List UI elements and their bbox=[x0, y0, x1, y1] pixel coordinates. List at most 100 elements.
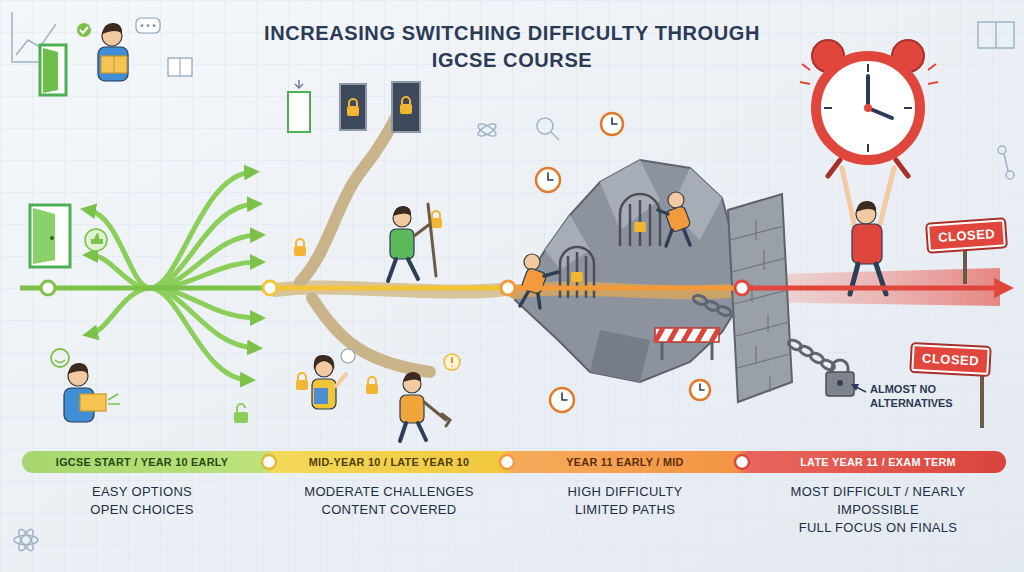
section-hardest bbox=[852, 224, 882, 264]
decor-icons bbox=[12, 12, 1014, 553]
stage-heading: YEAR 11 EARLY / MID bbox=[512, 451, 738, 473]
section-easy bbox=[77, 23, 91, 37]
stage-band: IGCSE START / YEAR 10 EARLYEASY OPTIONSO… bbox=[22, 451, 262, 519]
stage-bar bbox=[735, 455, 749, 469]
timeline bbox=[41, 281, 55, 295]
section-hardest bbox=[800, 64, 938, 84]
decor-icons bbox=[476, 122, 497, 139]
section-hardest bbox=[856, 201, 876, 212]
section-high bbox=[590, 330, 650, 382]
stage-heading: LATE YEAR 11 / EXAM TERM bbox=[748, 451, 1008, 473]
section-easy bbox=[234, 412, 248, 423]
section-moderate bbox=[296, 380, 308, 390]
timeline bbox=[735, 281, 749, 295]
stage-heading: IGCSE START / YEAR 10 EARLY bbox=[22, 451, 262, 473]
section-moderate bbox=[347, 106, 359, 116]
section-moderate bbox=[314, 388, 328, 404]
timeline bbox=[20, 278, 1014, 298]
decor-icons bbox=[1006, 171, 1014, 179]
section-high bbox=[524, 254, 540, 270]
section-moderate bbox=[451, 357, 453, 367]
section-high bbox=[560, 194, 660, 298]
decor-icons bbox=[16, 527, 36, 552]
sign-text: CLOSED bbox=[922, 350, 980, 370]
section-hardest bbox=[716, 305, 732, 317]
section-easy bbox=[33, 208, 55, 264]
decor-icons bbox=[476, 122, 497, 139]
stage-description: OPEN CHOICES bbox=[22, 501, 262, 519]
stage-band: MID-YEAR 10 / LATE YEAR 10MODERATE CHALL… bbox=[276, 451, 502, 519]
timeline bbox=[263, 281, 277, 295]
section-high bbox=[634, 222, 646, 232]
stage-heading: MID-YEAR 10 / LATE YEAR 10 bbox=[276, 451, 502, 473]
section-high bbox=[568, 252, 586, 298]
decor-icons bbox=[978, 22, 1014, 48]
section-easy bbox=[168, 58, 192, 76]
section-moderate bbox=[368, 377, 376, 384]
section-high bbox=[515, 113, 742, 412]
section-easy bbox=[136, 18, 160, 33]
section-moderate bbox=[393, 206, 411, 216]
section-moderate bbox=[288, 92, 310, 132]
section-easy bbox=[68, 363, 88, 374]
timeline bbox=[20, 286, 270, 291]
decor-icons bbox=[14, 536, 38, 545]
section-hardest bbox=[864, 104, 872, 112]
section-high bbox=[620, 194, 660, 246]
decor-icons bbox=[1004, 154, 1008, 171]
section-easy bbox=[180, 58, 181, 76]
section-moderate bbox=[366, 384, 378, 394]
section-high bbox=[548, 118, 704, 400]
section-high bbox=[548, 173, 553, 180]
section-high bbox=[690, 380, 710, 400]
section-easy bbox=[150, 235, 258, 288]
section-hardest bbox=[730, 220, 790, 392]
section-moderate bbox=[296, 211, 440, 384]
section-easy bbox=[102, 23, 122, 34]
section-hardest bbox=[842, 168, 894, 232]
section-high bbox=[655, 328, 719, 342]
stage-band: YEAR 11 EARLY / MIDHIGH DIFFICULTYLIMITE… bbox=[512, 451, 738, 519]
section-easy bbox=[98, 47, 128, 81]
section-high bbox=[515, 160, 742, 382]
section-hardest bbox=[826, 372, 854, 396]
section-high bbox=[550, 388, 574, 412]
section-moderate bbox=[312, 298, 430, 372]
stage-description: CONTENT COVERED bbox=[276, 501, 502, 519]
section-moderate bbox=[424, 402, 450, 426]
timeline bbox=[501, 281, 515, 295]
section-easy bbox=[55, 360, 65, 363]
callout-label: ALMOST NO ALTERNATIVES bbox=[870, 382, 966, 410]
section-easy bbox=[43, 48, 58, 93]
section-high bbox=[630, 200, 650, 246]
leader-arrow bbox=[851, 384, 859, 391]
timeline bbox=[270, 286, 508, 291]
stage-description: MOST DIFFICULT / NEARLY IMPOSSIBLE bbox=[748, 483, 1008, 519]
stage-bar bbox=[262, 455, 276, 469]
section-easy bbox=[91, 233, 103, 244]
section-high bbox=[655, 328, 719, 342]
section-high bbox=[601, 113, 623, 135]
diagram-title: INCREASING SWITCHING DIFFICULTY THROUGH … bbox=[262, 20, 762, 74]
section-high bbox=[662, 342, 712, 360]
closed-sign: CLOSED bbox=[927, 219, 1006, 251]
sign-text: CLOSED bbox=[937, 225, 995, 246]
section-high bbox=[668, 192, 684, 208]
section-moderate bbox=[390, 229, 414, 259]
section-hardest bbox=[868, 76, 892, 118]
section-hardest bbox=[692, 294, 836, 372]
stage-description: FULL FOCUS ON FINALS bbox=[748, 519, 1008, 537]
stage-description: LIMITED PATHS bbox=[512, 501, 738, 519]
section-moderate bbox=[336, 374, 346, 386]
section-easy bbox=[50, 236, 54, 240]
decor-icons bbox=[16, 527, 36, 552]
section-moderate bbox=[341, 349, 355, 363]
section-easy bbox=[51, 349, 69, 367]
section-easy bbox=[141, 24, 144, 27]
section-hardest bbox=[837, 380, 843, 386]
section-hardest bbox=[824, 64, 912, 152]
